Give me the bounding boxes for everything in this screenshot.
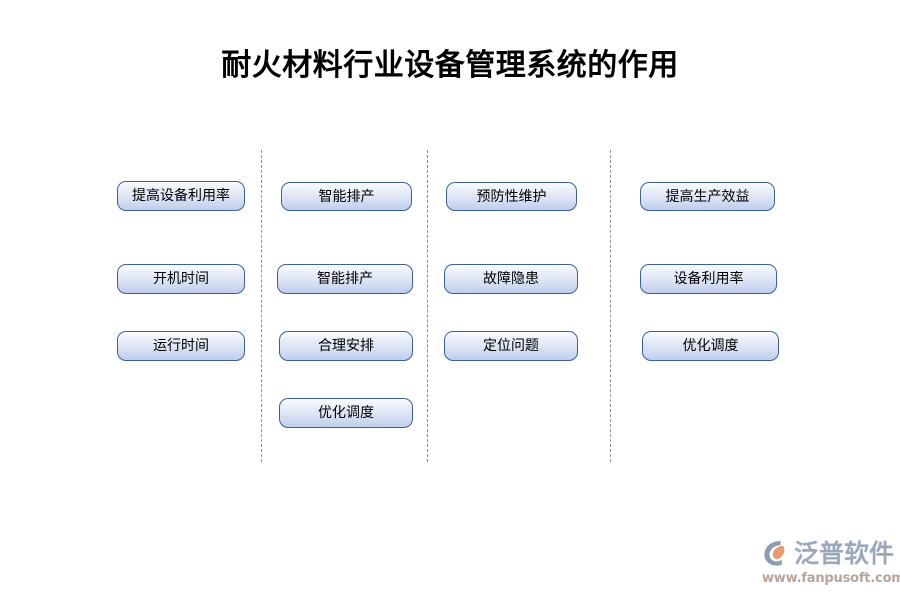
node-box-c2-r1[interactable]: 智能排产: [281, 182, 412, 211]
brand-row: 泛普软件: [762, 536, 894, 570]
node-box-c3-r2[interactable]: 故障隐患: [444, 264, 578, 294]
page-title: 耐火材料行业设备管理系统的作用: [221, 48, 679, 83]
fanpu-logo-icon: [764, 541, 785, 566]
column-divider-3: [610, 150, 611, 462]
node-box-c2-r4[interactable]: 优化调度: [279, 398, 413, 428]
brand-name: 泛普软件: [794, 538, 895, 568]
brand-watermark: 泛普软件 www.fanpusoft.com: [762, 536, 900, 592]
column-divider-2: [427, 150, 428, 462]
brand-url: www.fanpusoft.com: [762, 571, 900, 586]
node-box-c3-r3[interactable]: 定位问题: [444, 331, 578, 361]
node-box-c3-r1[interactable]: 预防性维护: [446, 182, 577, 211]
node-box-c4-r3[interactable]: 优化调度: [642, 331, 779, 361]
node-box-c2-r2[interactable]: 智能排产: [277, 264, 413, 294]
node-box-c1-r3[interactable]: 运行时间: [117, 331, 245, 361]
node-box-c1-r2[interactable]: 开机时间: [117, 264, 245, 294]
column-divider-1: [261, 150, 262, 462]
node-box-c4-r2[interactable]: 设备利用率: [640, 264, 777, 294]
node-box-c1-r1[interactable]: 提高设备利用率: [117, 181, 245, 211]
node-box-c2-r3[interactable]: 合理安排: [279, 331, 413, 361]
node-box-c4-r1[interactable]: 提高生产效益: [640, 182, 775, 211]
